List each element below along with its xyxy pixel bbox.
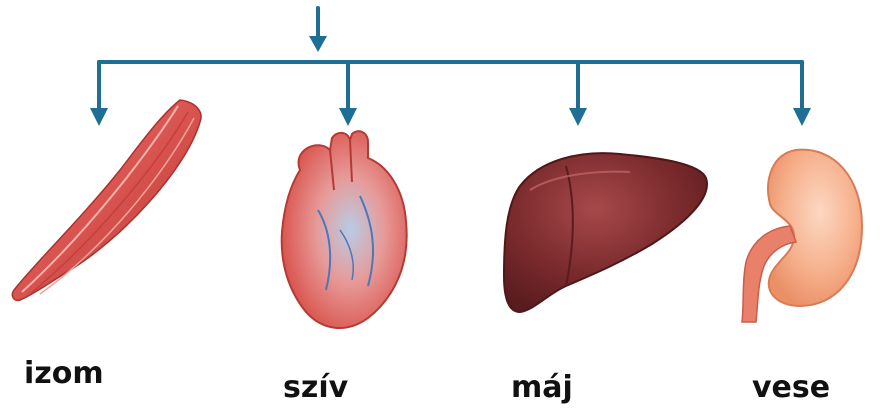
label-izom: izom <box>24 356 104 391</box>
arrowhead-sziv <box>339 108 357 126</box>
arrowhead-top <box>309 36 327 52</box>
connector-tree <box>99 8 802 112</box>
liver-icon <box>504 153 707 312</box>
heart-icon <box>282 131 407 328</box>
kidney-icon <box>742 150 862 322</box>
arrowhead-izom <box>90 108 108 126</box>
arrowhead-vese <box>793 108 811 126</box>
muscle-icon <box>12 100 201 300</box>
arrowhead-maj <box>569 108 587 126</box>
label-sziv: szív <box>283 370 348 405</box>
label-vese: vese <box>752 370 830 405</box>
label-maj: máj <box>511 370 573 405</box>
